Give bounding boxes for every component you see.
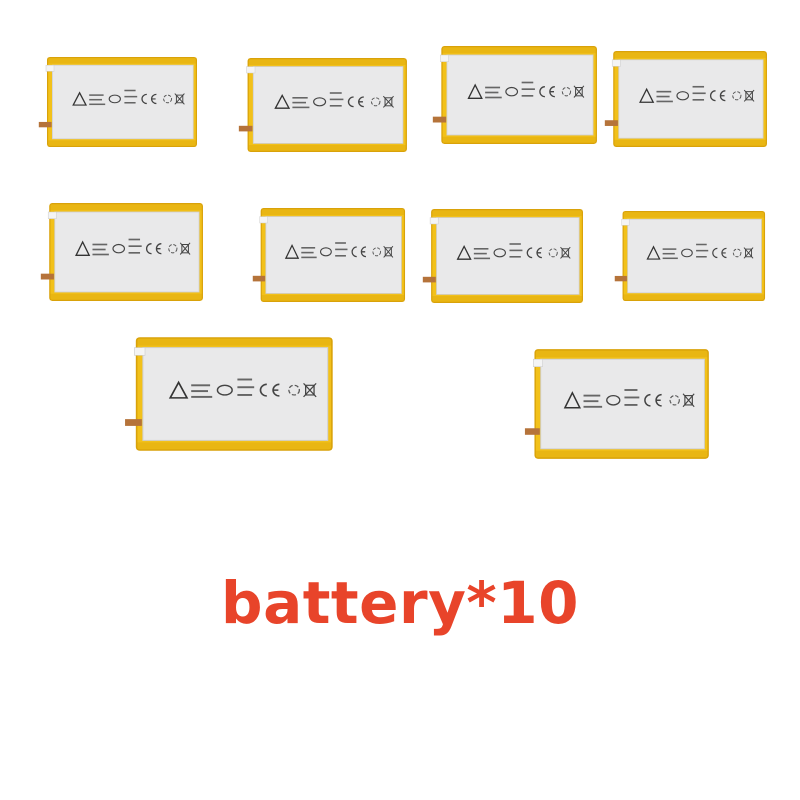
warning-icon — [646, 245, 661, 260]
recycle-icon — [732, 248, 742, 258]
recycle-icon — [370, 97, 381, 107]
cqc-icon — [606, 394, 621, 406]
battery-cell — [604, 50, 768, 148]
recycle-icon — [372, 247, 382, 257]
ce-mark-icon — [351, 246, 367, 258]
ce-mark-icon — [539, 86, 555, 98]
cqc-icon — [108, 94, 121, 104]
weee-bin-icon — [573, 85, 585, 98]
battery-cell — [422, 208, 584, 304]
recycle-icon — [732, 91, 742, 101]
cqc-icon — [216, 384, 233, 396]
warning-icon — [274, 93, 291, 109]
battery-cell — [38, 56, 198, 148]
ce-mark-icon — [347, 96, 364, 108]
ce-mark-icon — [141, 93, 157, 105]
weee-bin-icon — [560, 246, 571, 259]
battery-cell — [252, 207, 406, 303]
cqc-icon — [676, 91, 690, 101]
weee-bin-icon — [383, 245, 394, 258]
battery-cell — [614, 210, 766, 302]
ce-mark-icon — [644, 393, 662, 407]
warning-icon — [168, 380, 189, 399]
caption-text: battery*10 — [221, 569, 579, 637]
recycle-icon — [163, 94, 173, 104]
warning-icon — [467, 83, 483, 99]
battery-cell — [124, 336, 334, 452]
recycle-icon — [669, 395, 680, 406]
weee-bin-icon — [174, 93, 185, 105]
recycle-icon — [168, 244, 178, 254]
warning-icon — [284, 243, 300, 259]
recycle-icon — [561, 87, 572, 97]
recycle-icon — [548, 248, 558, 258]
cqc-icon — [319, 247, 332, 257]
weee-bin-icon — [179, 242, 191, 255]
battery-cell — [432, 45, 598, 145]
cqc-icon — [505, 86, 519, 97]
cqc-icon — [112, 243, 126, 254]
warning-icon — [639, 87, 655, 103]
weee-bin-icon — [382, 95, 394, 108]
ce-mark-icon — [146, 243, 162, 255]
warning-icon — [75, 240, 91, 256]
ce-mark-icon — [710, 90, 726, 102]
battery-cell — [238, 57, 408, 153]
recycle-icon — [288, 384, 300, 396]
weee-bin-icon — [303, 382, 317, 398]
cqc-icon — [493, 248, 506, 258]
warning-icon — [563, 391, 582, 409]
battery-cell — [40, 202, 204, 302]
cqc-icon — [313, 97, 327, 107]
warning-icon — [456, 244, 472, 260]
ce-mark-icon — [259, 383, 280, 397]
weee-bin-icon — [743, 247, 754, 259]
cqc-icon — [681, 248, 693, 258]
ce-mark-icon — [712, 247, 727, 259]
battery-cell — [524, 348, 710, 460]
warning-icon — [72, 91, 88, 106]
weee-bin-icon — [682, 393, 695, 408]
ce-mark-icon — [526, 247, 542, 259]
weee-bin-icon — [743, 89, 755, 102]
